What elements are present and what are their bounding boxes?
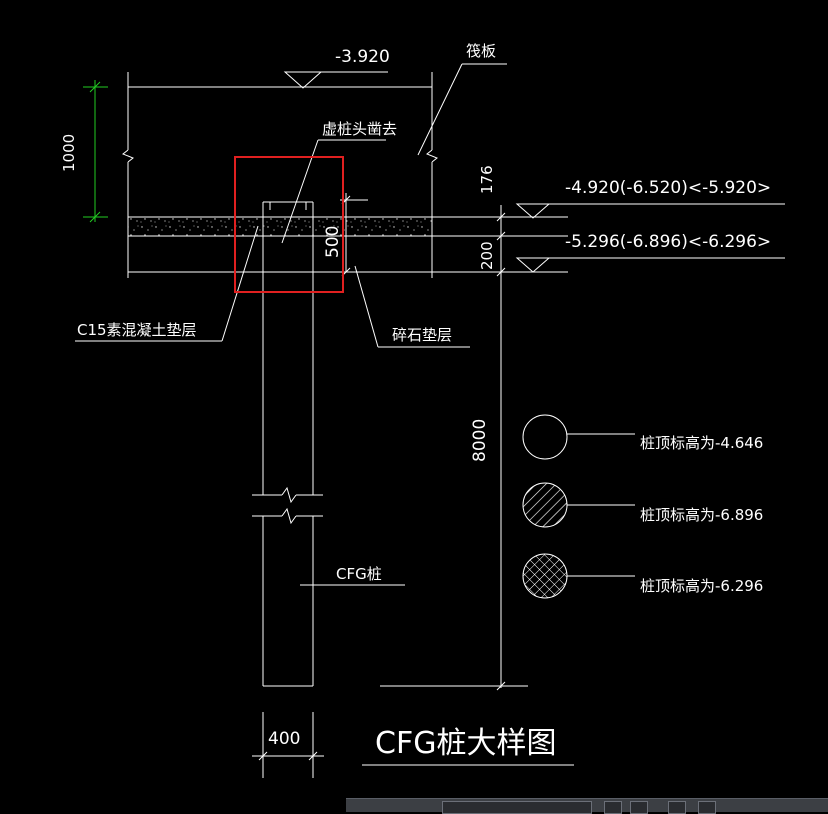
elevation-1-label: -4.920(-6.520)<-5.920> bbox=[565, 178, 771, 198]
dimension-400-label: 400 bbox=[268, 729, 300, 749]
status-icon-2[interactable] bbox=[630, 801, 648, 814]
elevation-symbol-2 bbox=[515, 257, 785, 273]
dimension-8000-label: 8000 bbox=[470, 419, 490, 462]
legend-text-hatch: 桩顶标高为-6.896 bbox=[640, 506, 763, 524]
raft-label: 筏板 bbox=[466, 42, 496, 60]
dimension-1000-label: 1000 bbox=[60, 134, 78, 172]
cfg-pile-label: CFG桩 bbox=[336, 565, 382, 583]
elevation-2-label: -5.296(-6.896)<-6.296> bbox=[565, 232, 771, 252]
elevation-symbol-1 bbox=[515, 203, 785, 219]
c15-concrete-cushion bbox=[127, 216, 433, 237]
leader-c15 bbox=[75, 225, 259, 342]
cad-status-bar bbox=[346, 798, 828, 814]
legend-item-empty bbox=[522, 414, 635, 460]
dimension-400 bbox=[252, 712, 324, 778]
legend-item-crosshatch bbox=[522, 553, 635, 599]
cfg-pile-shaft bbox=[252, 272, 323, 687]
c15-layer-label: C15素混凝土垫层 bbox=[77, 321, 197, 339]
elevation-top-label: -3.920 bbox=[335, 47, 390, 67]
legend-text-empty: 桩顶标高为-4.646 bbox=[640, 434, 763, 452]
dimension-chain-right bbox=[380, 205, 528, 691]
raft-outline bbox=[122, 72, 438, 278]
leader-gravel bbox=[354, 265, 470, 348]
cut-pile-head-label: 虚桩头凿去 bbox=[322, 120, 397, 138]
elevation-symbol-top bbox=[283, 71, 388, 89]
legend-item-hatch bbox=[522, 482, 635, 528]
dimension-1000 bbox=[83, 80, 108, 223]
legend-text-crosshatch: 桩顶标高为-6.296 bbox=[640, 577, 763, 595]
dimension-200-label: 200 bbox=[478, 241, 496, 270]
drawing-title: CFG桩大样图 bbox=[375, 726, 556, 761]
virtual-pile-head bbox=[262, 201, 314, 272]
leader-raft bbox=[417, 63, 507, 156]
gravel-layer-label: 碎石垫层 bbox=[392, 326, 452, 344]
status-tab[interactable] bbox=[442, 801, 592, 814]
highlight-box bbox=[234, 156, 344, 293]
status-icon-3[interactable] bbox=[668, 801, 686, 814]
dimension-500-label: 500 bbox=[323, 226, 343, 258]
status-icon-1[interactable] bbox=[604, 801, 622, 814]
dimension-176-label: 176 bbox=[478, 165, 496, 194]
status-icon-4[interactable] bbox=[698, 801, 716, 814]
